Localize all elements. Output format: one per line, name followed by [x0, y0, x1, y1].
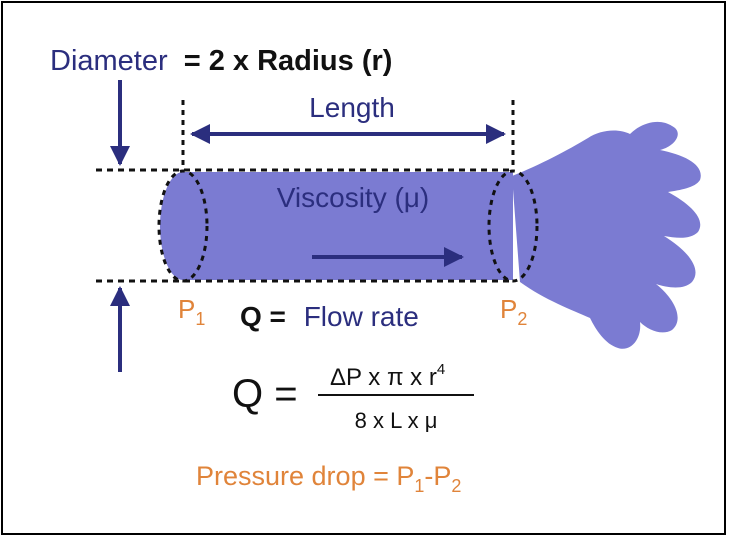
svg-text:P1: P1: [178, 294, 205, 329]
formula-numerator: ΔP x π x r: [330, 364, 437, 391]
p2-label: P: [500, 294, 517, 324]
tube-inlet-face: [160, 172, 206, 280]
flow-rate-label: Flow rate: [304, 301, 419, 332]
formula-lhs: Q =: [232, 372, 298, 416]
formula-denominator: 8 x L x μ: [355, 408, 438, 433]
svg-text:ΔP x π x r4: ΔP x π x r4: [330, 361, 445, 391]
p2-subscript: 2: [517, 309, 527, 329]
p1-subscript: 1: [195, 309, 205, 329]
outlet-cross-section: [487, 169, 539, 283]
length-label: Length: [309, 92, 395, 123]
svg-text:Q = Flow rate: Q = Flow rate: [240, 301, 419, 332]
q-symbol: Q =: [240, 301, 286, 332]
pressure-drop-mid: -P: [424, 461, 451, 491]
diameter-equation: = 2 x Radius (r): [184, 45, 393, 77]
pressure-drop-sub2: 2: [451, 476, 461, 496]
pressure-drop-label: Pressure drop = P: [196, 461, 414, 491]
inlet-cross-section: [157, 169, 209, 283]
svg-text:P2: P2: [500, 294, 527, 329]
spray-shape: [512, 121, 701, 349]
viscosity-label: Viscosity (μ): [277, 182, 430, 213]
pressure-drop-sub1: 1: [414, 476, 424, 496]
formula-exponent: 4: [437, 361, 445, 378]
p1-label: P: [178, 294, 195, 324]
svg-text:Diameter = 2 x Radius (r): Diameter = 2 x Radius (r): [50, 45, 392, 77]
diameter-label: Diameter: [50, 45, 168, 77]
svg-text:Pressure drop = P1-P2: Pressure drop = P1-P2: [196, 461, 461, 496]
